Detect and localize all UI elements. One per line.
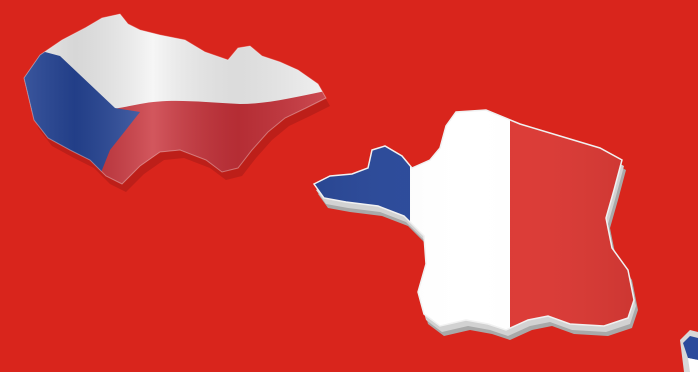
france-flag-map <box>312 109 638 340</box>
czech-flag-map <box>23 13 330 192</box>
partial-flag-map-edge <box>680 330 698 372</box>
